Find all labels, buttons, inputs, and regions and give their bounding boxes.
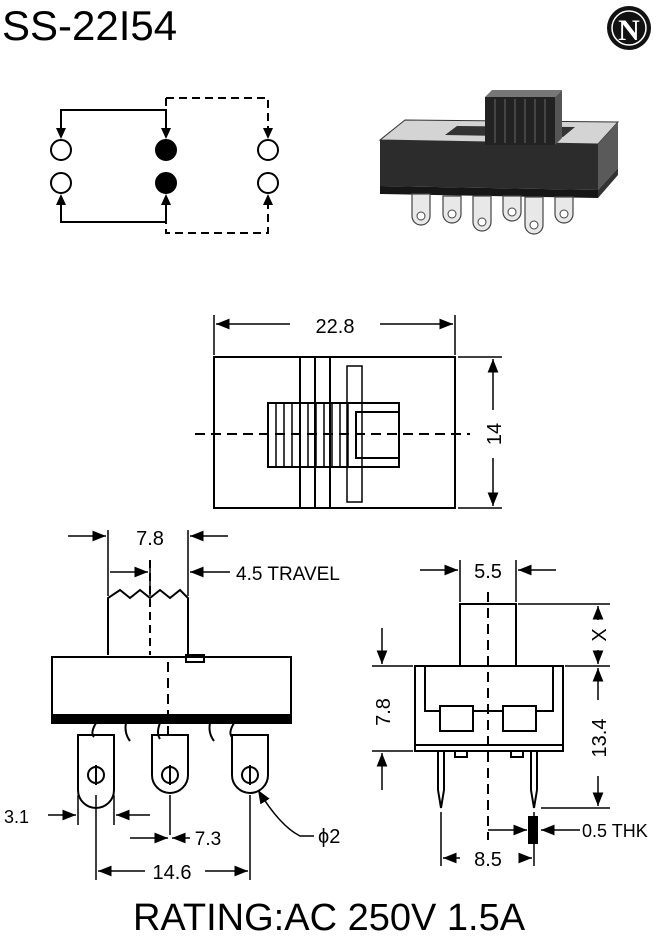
part-number-title: SS-22I54 [2, 2, 177, 49]
side-view [51, 560, 292, 809]
dim-actuator-width: 5.5 [474, 561, 502, 583]
dim-actuator-span: 7.8 [136, 528, 164, 550]
brand-logo: N [607, 6, 651, 50]
top-view-dimensions [213, 315, 502, 509]
dim-travel: 4.5 TRAVEL [236, 564, 340, 585]
side-view-dimensions [48, 530, 314, 880]
dim-pin-length: 13.4 [589, 719, 611, 758]
dim-pin-span: 14.6 [153, 862, 192, 884]
dim-pin-pitch: 7.3 [195, 829, 221, 850]
schematic-arrows [56, 128, 273, 205]
top-view [195, 356, 470, 509]
dim-body-width: 14 [484, 423, 506, 445]
rating-label: RATING:AC 250V 1.5A [133, 897, 526, 938]
circuit-schematic [50, 97, 279, 234]
end-view [414, 592, 564, 840]
pin-thickness-marker [528, 816, 538, 844]
dim-x: X [589, 628, 611, 641]
switch-product-image [378, 90, 620, 235]
dim-thickness: 0.5 THK [582, 821, 648, 841]
svg-text:N: N [618, 14, 640, 47]
dim-hole-diameter: ϕ2 [318, 826, 340, 848]
dim-pin-offset: 3.1 [4, 807, 29, 827]
dim-body-height: 7.8 [373, 698, 395, 726]
end-view-dimensions [372, 560, 610, 866]
dim-pin-row-span: 8.5 [474, 849, 502, 871]
dim-body-length: 22.8 [316, 316, 355, 338]
